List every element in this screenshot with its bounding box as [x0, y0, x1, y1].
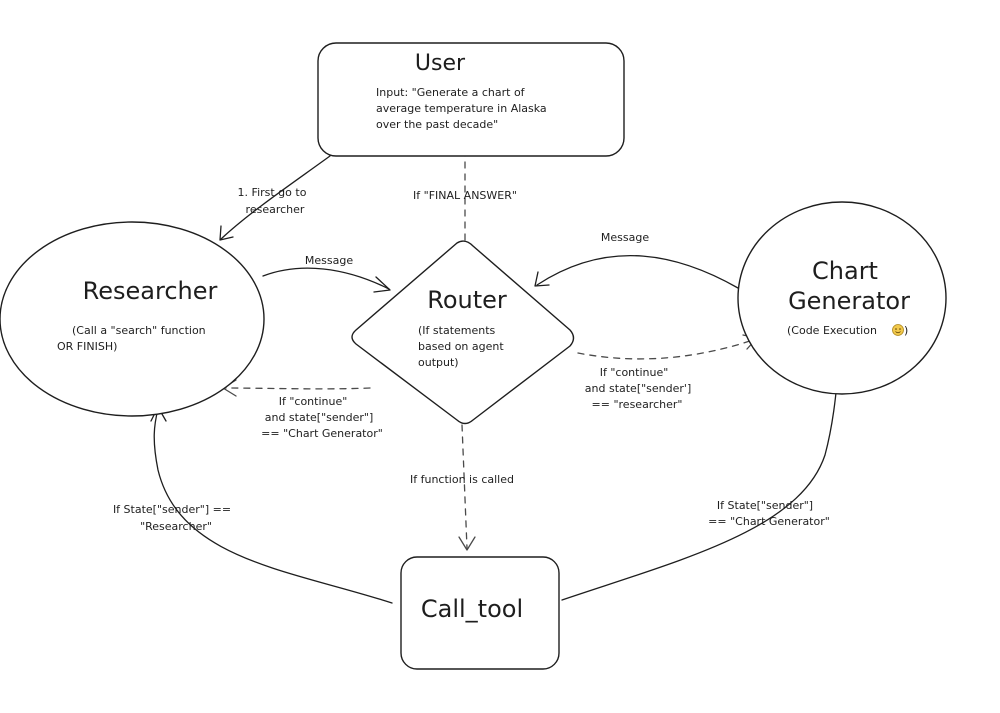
edge-label-line: If "FINAL ANSWER": [413, 189, 517, 202]
edge-label-line: If State["sender"]: [717, 499, 813, 512]
edge-label-line: If State["sender"] ==: [113, 503, 231, 516]
edge-router-to-calltool: [458, 424, 476, 551]
edge-label-line: If "continue": [279, 395, 348, 408]
chart-generator-subtitle: (Code Execution: [787, 324, 877, 337]
researcher-desc-line-1: (Call a "search" function: [72, 324, 206, 337]
edge-label-line: If function is called: [410, 473, 514, 486]
node-call-tool: Call_tool: [400, 556, 560, 670]
edge-label-line: == "researcher": [592, 398, 683, 411]
label-router-to-calltool: If function is called: [410, 473, 514, 486]
label-researcher-to-router: Message: [305, 254, 353, 267]
call-tool-title: Call_tool: [421, 595, 523, 623]
user-title: User: [415, 51, 466, 76]
edge-label-line: "Researcher": [140, 520, 212, 533]
edge-chart-to-router: [534, 254, 739, 289]
edge-router-to-chart: [577, 334, 758, 360]
label-calltool-to-chart: If State["sender"] == "Chart Generator": [708, 499, 830, 528]
label-calltool-to-researcher: If State["sender"] == "Researcher": [113, 503, 231, 533]
chart-generator-title-line-2: Generator: [788, 287, 910, 315]
label-router-to-researcher: If "continue" and state["sender"] == "Ch…: [261, 395, 383, 440]
user-input-line-3: over the past decade": [376, 118, 498, 131]
router-title: Router: [427, 286, 507, 314]
router-desc-line-1: (If statements: [418, 324, 496, 337]
edge-label-line: == "Chart Generator": [708, 515, 830, 528]
smiling-face-emoji-icon: [892, 324, 904, 336]
label-chart-to-router: Message: [601, 231, 649, 244]
researcher-desc-line-2: OR FINISH): [57, 340, 117, 353]
edge-label-line: 1. First go to: [238, 186, 307, 199]
edge-label-line: If "continue": [600, 366, 669, 379]
edge-label-line: Message: [601, 231, 649, 244]
router-desc-line-2: based on agent: [418, 340, 504, 353]
node-router: Router (If statements based on agent out…: [351, 240, 575, 425]
edge-label-line: == "Chart Generator": [261, 427, 383, 440]
user-input-line-2: average temperature in Alaska: [376, 102, 547, 115]
user-input-line-1: Input: "Generate a chart of: [376, 86, 526, 99]
chart-generator-subtitle-suffix: ): [904, 324, 908, 337]
router-desc-line-3: output): [418, 356, 459, 369]
edge-label-line: and state["sender"]: [265, 411, 374, 424]
edge-router-to-researcher: [222, 379, 371, 397]
node-researcher: Researcher (Call a "search" function OR …: [0, 221, 265, 417]
label-router-to-user: If "FINAL ANSWER": [413, 189, 517, 202]
edge-label-line: and state["sender']: [585, 382, 691, 395]
edge-label-line: researcher: [246, 203, 305, 216]
label-user-to-researcher: 1. First go to researcher: [238, 186, 307, 216]
node-chart-generator: Chart Generator (Code Execution ): [737, 201, 947, 395]
label-router-to-chart: If "continue" and state["sender'] == "re…: [585, 366, 691, 411]
chart-generator-title-line-1: Chart: [812, 257, 878, 285]
edge-label-line: Message: [305, 254, 353, 267]
node-user: User Input: "Generate a chart of average…: [317, 42, 625, 157]
edge-researcher-to-router: [262, 267, 391, 293]
researcher-title: Researcher: [83, 277, 218, 305]
edge-user-to-researcher: [219, 155, 331, 241]
